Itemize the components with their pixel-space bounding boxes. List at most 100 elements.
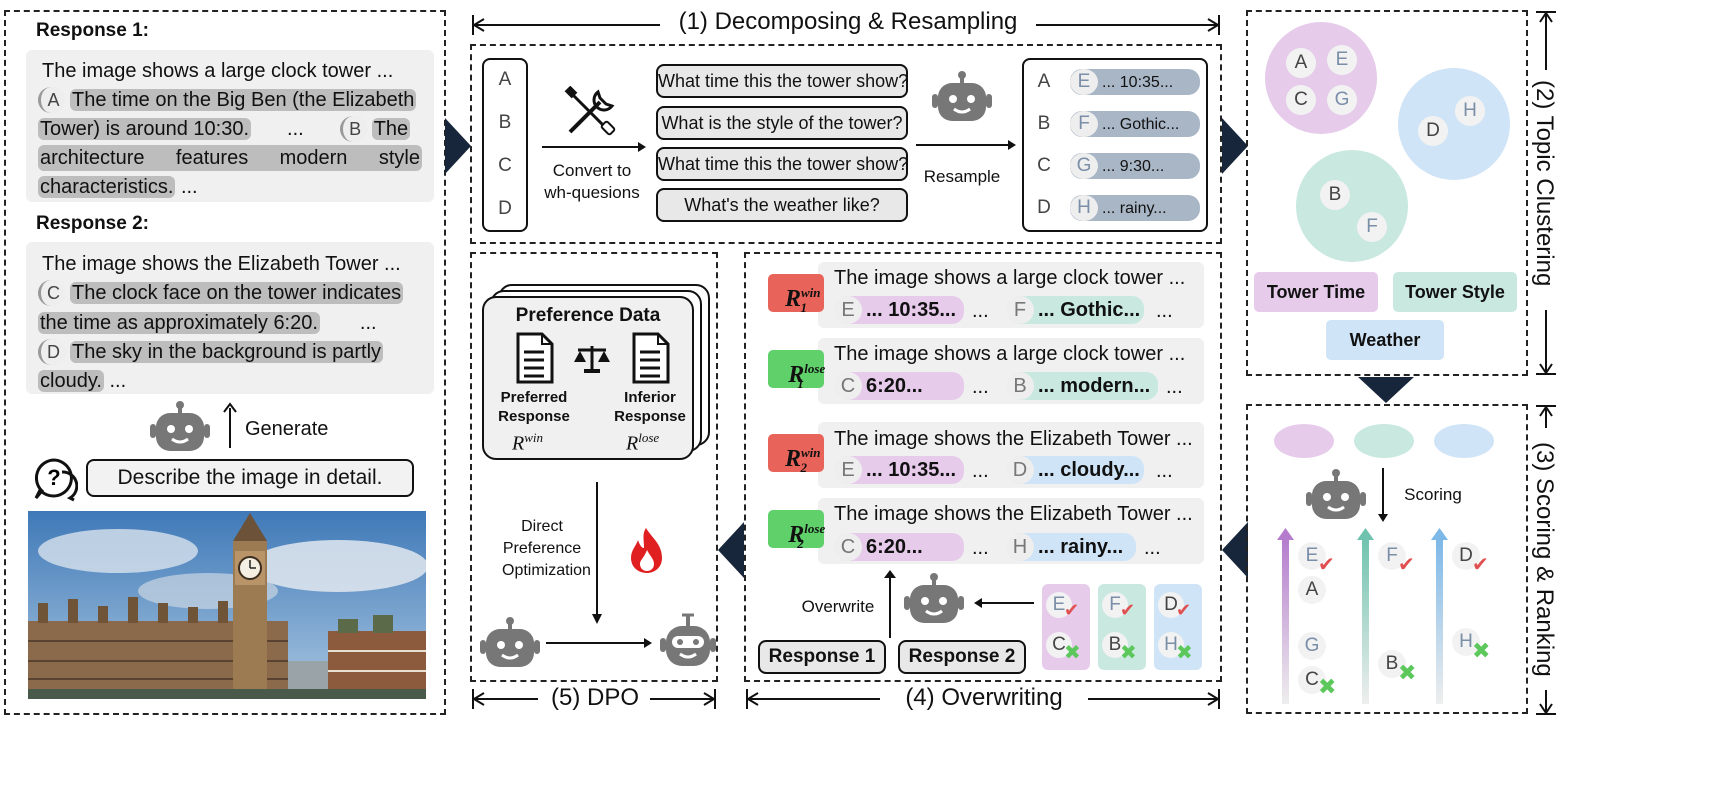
document-icon — [516, 332, 554, 384]
ellipsis: ... — [1166, 376, 1183, 398]
convert-label: Convert to wh-quesions — [544, 161, 640, 202]
tag-c: C — [1037, 155, 1051, 176]
dpo-title-arrows — [472, 689, 716, 709]
tag-c: C — [38, 280, 66, 306]
arrow-right-2 — [1222, 118, 1248, 174]
topic-tower-style: Tower Style — [1393, 272, 1517, 312]
cross-icon: ✖ — [1176, 642, 1193, 664]
cluster-purple — [1265, 22, 1377, 134]
tag-d: D — [1452, 542, 1480, 570]
response1-line4: architecture features modern style — [38, 145, 422, 171]
tag-a: A — [1037, 71, 1051, 92]
ellipsis: ... — [972, 376, 989, 398]
svg-text:?: ? — [47, 465, 60, 490]
document-icon — [632, 332, 670, 384]
r1-lose-tag: Rlose1 — [768, 350, 825, 391]
arrow-right-icon — [916, 140, 1016, 150]
response1-line5: characteristics. ... — [38, 176, 198, 198]
cross-icon: ✖ — [1472, 638, 1491, 663]
decompose-panel — [470, 44, 1222, 244]
tag-h: H — [1452, 628, 1480, 656]
sentence-1: The image shows a large clock tower ... — [834, 267, 1186, 289]
tag-e: E — [1327, 45, 1357, 75]
tag-d: D — [38, 339, 66, 365]
dpo-label: Direct Preference Optimization — [502, 518, 591, 579]
resample-label: Resample — [923, 167, 1001, 186]
arrow-left-2 — [718, 522, 744, 578]
ellipsis: ... — [1156, 460, 1173, 482]
seg-h-lose2: H... rainy... — [1006, 533, 1136, 561]
responses-panel — [4, 10, 446, 715]
arrow-right-icon — [542, 142, 646, 152]
response2-line5: cloudy. ... — [38, 370, 127, 392]
tag-h: H — [1455, 96, 1485, 126]
tag-c: C — [1286, 85, 1316, 115]
tag-b: B — [339, 116, 368, 142]
tag-f: F — [1378, 542, 1406, 570]
cluster-blue — [1398, 68, 1510, 180]
robot-icon — [904, 573, 964, 623]
tag-b: B — [498, 112, 512, 133]
tag-g: G — [1327, 85, 1357, 115]
scoring-title: (3) Scoring & Ranking — [1531, 441, 1558, 677]
inferior-label: Inferior Response — [614, 389, 686, 425]
tag-d: D — [1037, 197, 1051, 218]
robot-icon — [932, 71, 992, 121]
tag-b: B — [1037, 113, 1051, 134]
ellipse-purple — [1274, 424, 1334, 458]
sentence-1: The image shows a large clock tower ... — [834, 343, 1186, 365]
tag-e: E — [1298, 542, 1326, 570]
arrow-down-1 — [1358, 377, 1414, 403]
seg-d-win2: D... cloudy... — [1006, 456, 1144, 484]
dpo-panel — [470, 252, 718, 682]
cluster-green — [1296, 150, 1408, 262]
decompose-title: (1) Decomposing & Resampling — [678, 8, 1018, 35]
ellipse-green — [1354, 424, 1414, 458]
clustering-title: (2) Topic Clustering — [1531, 79, 1558, 287]
tag-e: E — [1046, 592, 1072, 618]
arrow-down-icon — [592, 482, 602, 624]
answer-f: F... Gothic... — [1070, 111, 1200, 137]
fire-icon — [631, 528, 662, 573]
scoring-label: Scoring — [1404, 485, 1462, 504]
question-3: What time this the tower show? — [656, 147, 908, 181]
seg-f-win1: F... Gothic... — [1006, 296, 1144, 324]
tag-c: C — [1046, 632, 1072, 658]
question-4: What's the weather like? — [656, 188, 908, 222]
big-ben-photo — [28, 511, 426, 699]
tag-f: F — [1102, 592, 1128, 618]
overwriting-panel — [744, 252, 1222, 682]
r-lose-label: Rlose — [626, 430, 660, 455]
response2-line1: The image shows the Elizabeth Tower ... — [42, 253, 401, 275]
scoring-title-arrows — [1536, 405, 1556, 715]
check-icon: ✔ — [1064, 600, 1080, 620]
response-2-button: Response 2 — [898, 640, 1026, 674]
sentence-2: The image shows the Elizabeth Tower ... — [834, 503, 1193, 525]
ranking-bars — [1277, 528, 1448, 704]
question-2: What is the style of the tower? — [656, 106, 908, 140]
tag-a: A — [1298, 576, 1326, 604]
response2-line3: the time as approximately 6:20.... — [38, 312, 377, 334]
check-icon: ✔ — [1120, 600, 1136, 620]
scoring-panel — [1246, 404, 1528, 714]
ellipsis: ... — [1144, 537, 1161, 559]
arrow-up-icon — [884, 570, 896, 638]
tag-g: G — [1298, 632, 1326, 660]
check-icon: ✔ — [1398, 554, 1415, 576]
prompt-box: Describe the image in detail. — [86, 459, 414, 497]
dpo-title: (5) DPO — [550, 684, 639, 711]
answer-e: E... 10:35... — [1070, 69, 1200, 95]
arrow-right-icon — [546, 638, 652, 648]
sentence-2: The image shows the Elizabeth Tower ... — [834, 428, 1193, 450]
tag-f: F — [1357, 212, 1387, 242]
answer-g: G... 9:30... — [1070, 153, 1200, 179]
overwriting-title: (4) Overwriting — [905, 684, 1063, 711]
tag-c: C — [1298, 666, 1326, 694]
cross-icon: ✖ — [1398, 660, 1417, 685]
ellipsis: ... — [972, 460, 989, 482]
cross-icon: ✖ — [1064, 642, 1081, 664]
